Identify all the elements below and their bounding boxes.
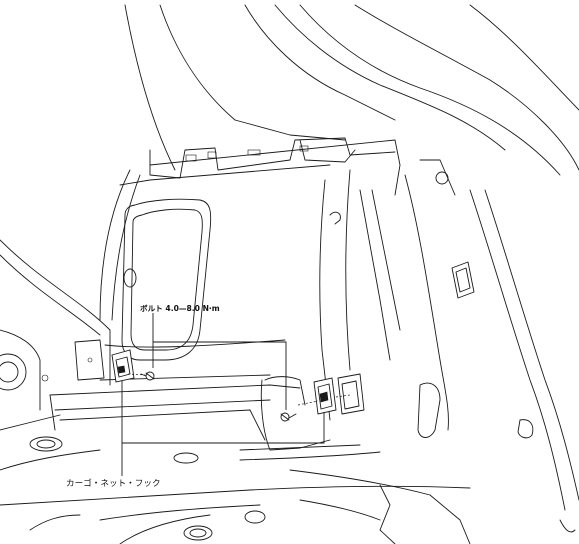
body-outline: [0, 4, 579, 471]
cargo-net-hook-right: [297, 377, 351, 415]
cargo-net-hook-left: [111, 349, 146, 383]
bolt-right: [280, 412, 297, 422]
cargo-net-hook-label: カーゴ・ネット・フック: [66, 477, 161, 489]
bolt-leader: [152, 313, 287, 410]
bolt-left: [140, 371, 155, 381]
cargo-floor-sill: [0, 339, 471, 544]
upper-trim-rail: [149, 137, 401, 196]
right-trim-panel: [319, 159, 579, 533]
bolt-torque-label: ボルト 4.0—8.0 N·m: [140, 303, 220, 313]
left-trim-panel: [104, 164, 331, 386]
hook-leader: [121, 381, 325, 476]
